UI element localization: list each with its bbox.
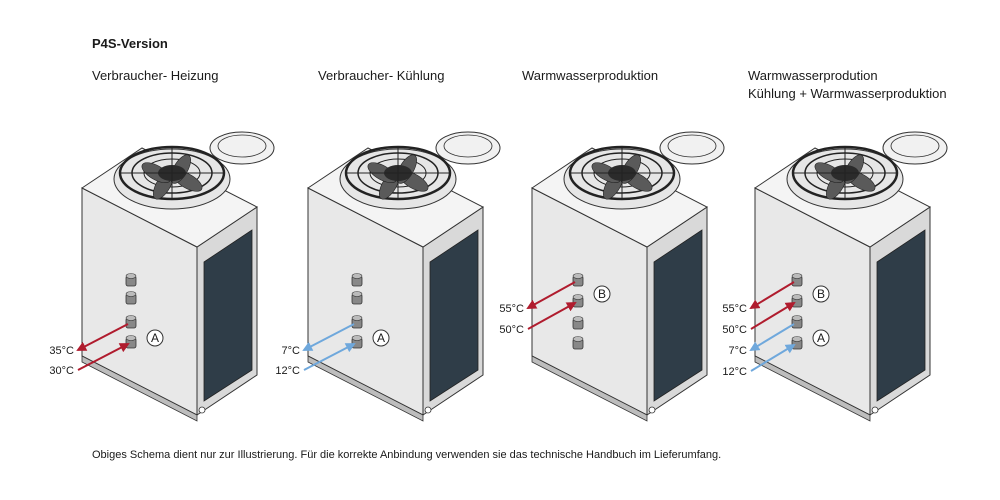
rear-fan-ring: [890, 134, 940, 158]
circuit-marker: [593, 285, 611, 303]
column-title-kuehlung: Verbraucher- Kühlung: [318, 67, 444, 85]
pipe-connector-top: [351, 291, 363, 297]
heat-pump-unit: B A 55°C 50°C 7°C 12°C: [722, 131, 948, 422]
base-hole: [424, 406, 432, 414]
circuit-label: A: [377, 331, 385, 345]
rear-fan-ring: [443, 134, 493, 158]
unit-base: [81, 355, 198, 422]
pipe-connector-top: [125, 291, 137, 297]
footnote: Obiges Schema dient nur zur Illustrierun…: [92, 449, 722, 461]
temperature-label: 30°C: [49, 365, 74, 377]
temperature-label: 55°C: [722, 303, 747, 315]
coil-panel: [876, 229, 926, 402]
pipe-inlet: [303, 343, 356, 371]
circuit-marker: [372, 329, 390, 347]
unit-base: [754, 355, 871, 422]
circuit-label: A: [817, 331, 825, 345]
heat-pump-unit: A 35°C 30°C: [49, 131, 275, 422]
circuit-marker: [146, 329, 164, 347]
coil-panel: [429, 229, 479, 402]
rear-fan: [209, 131, 275, 165]
pipe-outlet: [76, 323, 129, 351]
rear-fan: [435, 131, 501, 165]
circuit-marker: [812, 285, 830, 303]
coil-panel: [203, 229, 253, 402]
rear-fan-ring: [667, 134, 717, 158]
pipe-connector-top: [572, 273, 584, 279]
circuit-label: B: [817, 287, 825, 301]
pipe-connector-top: [572, 294, 584, 300]
circuit-label: A: [151, 331, 159, 345]
temperature-label: 12°C: [722, 366, 747, 378]
temperature-label: 12°C: [275, 365, 300, 377]
pipe-inlet: [750, 301, 796, 330]
column-title-line: Verbraucher- Heizung: [92, 68, 219, 83]
circuit-marker: [812, 329, 830, 347]
temperature-label: 7°C: [729, 345, 748, 357]
pipe-connector-top: [572, 316, 584, 322]
pipe-connector-top: [791, 315, 803, 321]
temperature-label: 55°C: [499, 303, 524, 315]
pipe-connector-top: [791, 336, 803, 342]
rear-fan: [882, 131, 948, 165]
pipe-outlet: [749, 323, 795, 352]
circuit-label: B: [598, 287, 606, 301]
pipe-connector-top: [125, 315, 137, 321]
pipe-outlet: [749, 281, 795, 310]
pipe-connector-top: [125, 335, 137, 341]
pipe-outlet: [526, 281, 576, 309]
pipe-connector-top: [791, 273, 803, 279]
base-hole: [198, 406, 206, 414]
column-title-kombi: Warmwasserprodution Kühlung + Warmwasser…: [748, 67, 952, 103]
pipe-connector-top: [791, 294, 803, 300]
base-hole: [871, 406, 879, 414]
version-title: P4S-Version: [92, 36, 168, 51]
pipe-inlet: [77, 343, 130, 371]
pipe-inlet: [527, 302, 577, 330]
column-title-warmwasser: Warmwasserproduktion: [522, 67, 658, 85]
coil-panel: [653, 229, 703, 402]
rear-fan-ring: [217, 134, 267, 158]
temperature-label: 50°C: [499, 324, 524, 336]
unit-base: [531, 355, 648, 422]
pipe-connector-top: [351, 315, 363, 321]
pipe-connector-top: [351, 273, 363, 279]
heat-pump-unit: A 7°C 12°C: [275, 131, 501, 422]
temperature-label: 35°C: [49, 345, 74, 357]
pipe-connector-top: [125, 273, 137, 279]
column-title-line: Warmwasserprodution: [748, 68, 878, 83]
pipe-outlet: [302, 323, 355, 351]
unit-base: [307, 355, 424, 422]
temperature-label: 7°C: [282, 345, 301, 357]
column-title-heizung: Verbraucher- Heizung: [92, 67, 218, 85]
temperature-label: 50°C: [722, 324, 747, 336]
rear-fan: [659, 131, 725, 165]
column-title-line: Warmwasserproduktion: [522, 68, 659, 83]
base-hole: [648, 406, 656, 414]
column-title-line: Kühlung + Warmwasserproduktion: [748, 86, 947, 101]
column-title-line: Verbraucher- Kühlung: [318, 68, 445, 83]
pipe-inlet: [750, 343, 796, 372]
pipe-connector-top: [351, 335, 363, 341]
heat-pump-unit: B 55°C 50°C: [499, 131, 725, 422]
pipe-connector-top: [572, 336, 584, 342]
